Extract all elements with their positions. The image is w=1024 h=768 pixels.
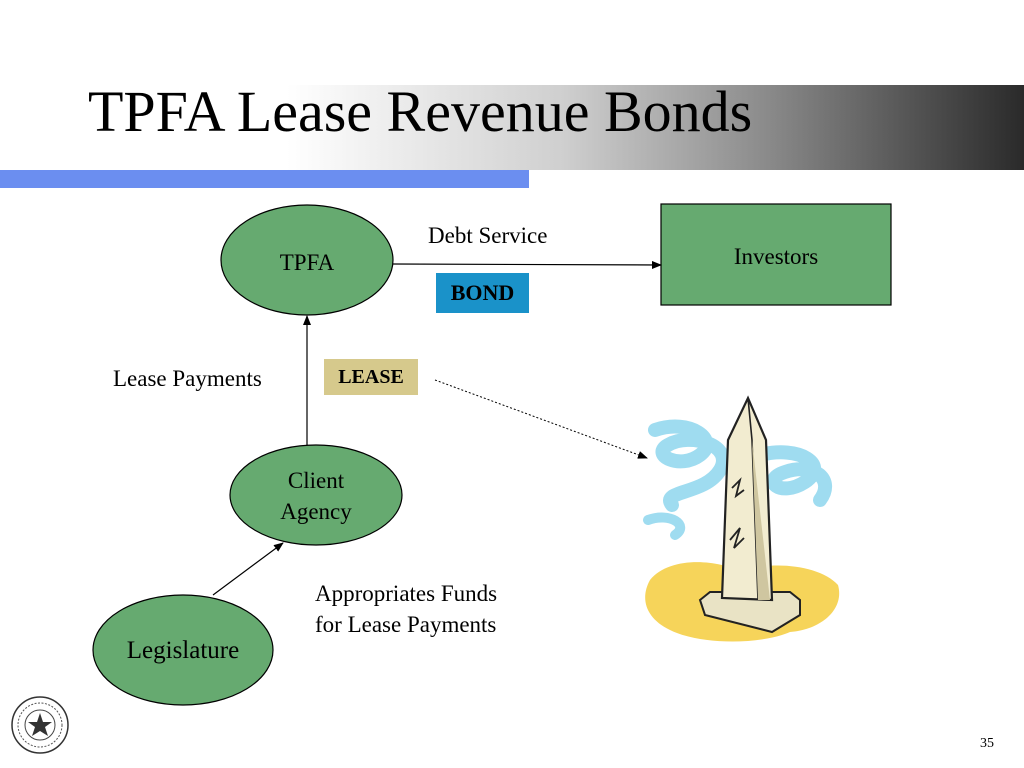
appropriates-line-2: for Lease Payments	[315, 612, 497, 638]
client-agency-label: Client Agency	[256, 465, 376, 527]
investors-node	[660, 203, 892, 306]
lease-tag: LEASE	[324, 359, 418, 395]
client-agency-line-1: Client	[287, 468, 345, 493]
appropriation-arrow	[212, 542, 284, 596]
title-gradient-bar	[0, 85, 1024, 170]
investors-label: Investors	[733, 244, 819, 269]
debt-service-arrow	[392, 260, 662, 269]
lease-dotted-arrow	[434, 379, 648, 459]
lease-payments-label: Lease Payments	[113, 366, 262, 391]
appropriates-funds-label: Appropriates Funds for Lease Payments	[315, 578, 497, 640]
page-number: 35	[980, 736, 994, 751]
client-agency-line-2: Agency	[280, 499, 352, 525]
bond-tag: BOND	[436, 273, 529, 313]
title-accent-bar	[0, 170, 529, 188]
tpfa-label: TPFA	[279, 250, 335, 275]
debt-service-label: Debt Service	[428, 223, 548, 248]
monument-clipart-icon	[643, 395, 840, 642]
texas-state-seal-icon	[11, 696, 69, 754]
appropriates-line-1: Appropriates Funds	[315, 581, 498, 606]
legislature-label: Legislature	[126, 637, 240, 664]
slide-title: TPFA Lease Revenue Bonds	[88, 79, 753, 144]
client-agency-node	[229, 444, 403, 546]
legislature-node	[92, 594, 274, 706]
